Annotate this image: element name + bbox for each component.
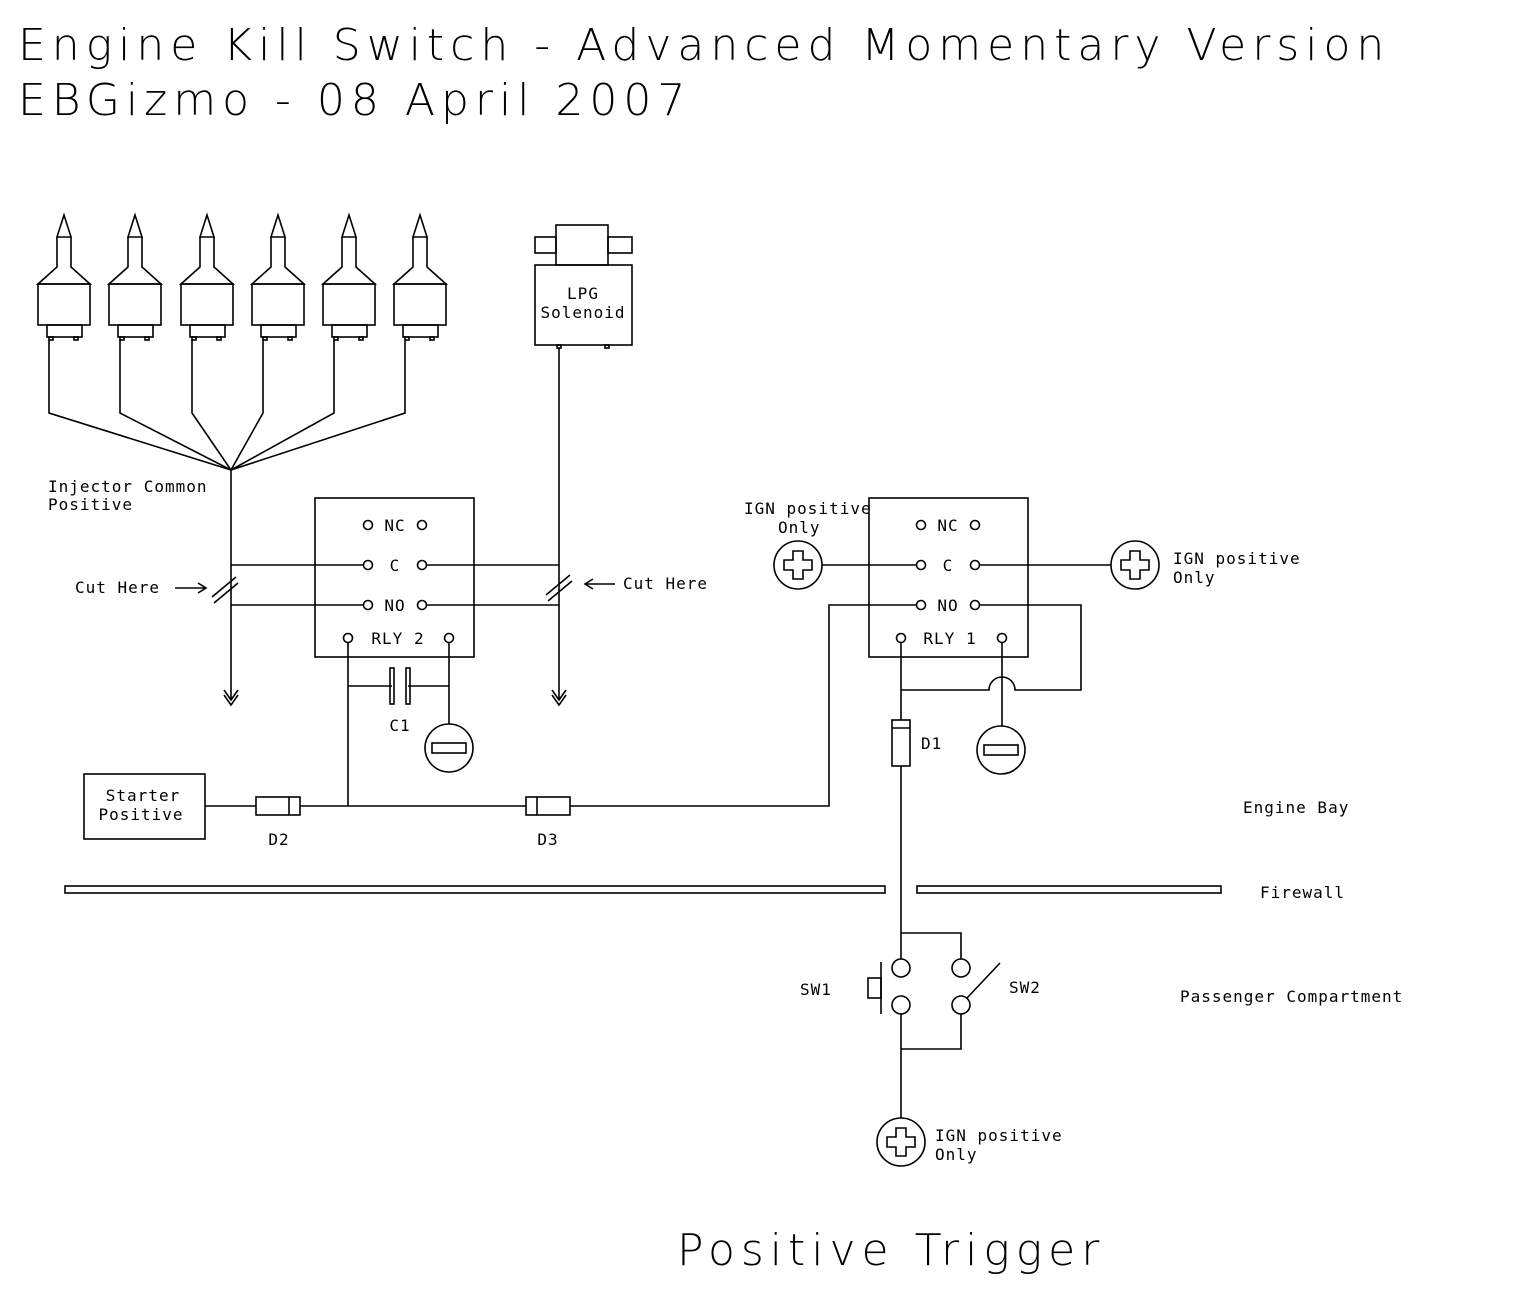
cut-here-right: Cut Here bbox=[623, 574, 708, 593]
relay2-no: NO bbox=[384, 596, 405, 615]
sw2-toggle bbox=[966, 962, 1001, 999]
cut-here-left: Cut Here bbox=[75, 578, 160, 597]
injector-common-label-2: Positive bbox=[48, 495, 133, 514]
ign-label-3b: Only bbox=[935, 1145, 978, 1164]
d2-label: D2 bbox=[268, 830, 289, 849]
ign-positive-plus-icon bbox=[773, 540, 823, 590]
fuel-injector-icon bbox=[230, 212, 449, 471]
fuel-injector-icon bbox=[106, 212, 232, 471]
ign-label-1: IGN positive bbox=[744, 499, 872, 518]
fuel-injector-icon bbox=[178, 212, 236, 471]
diode-d2 bbox=[255, 796, 301, 816]
ign-label-1b: Only bbox=[778, 518, 821, 537]
ign-positive-plus-icon bbox=[876, 1117, 926, 1167]
ign-label-2: IGN positive bbox=[1173, 549, 1301, 568]
capacitor-c1 bbox=[389, 667, 395, 705]
sw1-label: SW1 bbox=[800, 980, 832, 999]
relay2-name: RLY 2 bbox=[371, 629, 424, 648]
fuel-injector-icon bbox=[35, 212, 232, 471]
relay-1: NC C NO RLY 1 bbox=[868, 497, 1029, 658]
fuel-injector-icon bbox=[230, 212, 378, 471]
starter-label-2: Positive bbox=[98, 805, 183, 824]
engine-bay-label: Engine Bay bbox=[1243, 798, 1349, 817]
diode-d1 bbox=[891, 719, 911, 767]
starter-label-1: Starter bbox=[106, 786, 180, 805]
ground-icon bbox=[976, 725, 1026, 775]
ign-positive-plus-icon bbox=[1110, 540, 1160, 590]
firewall bbox=[64, 885, 886, 894]
ground-icon bbox=[424, 723, 474, 773]
relay1-no: NO bbox=[937, 596, 958, 615]
lpg-solenoid: LPG Solenoid bbox=[534, 224, 633, 707]
relay1-name: RLY 1 bbox=[923, 629, 976, 648]
fuel-injector-icon bbox=[230, 212, 307, 471]
fuel-injectors bbox=[35, 212, 449, 471]
d3-label: D3 bbox=[537, 830, 558, 849]
footer-label: Positive Trigger bbox=[677, 1225, 1105, 1276]
passenger-label: Passenger Compartment bbox=[1180, 987, 1403, 1006]
lpg-label-1: LPG bbox=[567, 284, 599, 303]
sw2-label: SW2 bbox=[1009, 978, 1041, 997]
relay2-nc: NC bbox=[384, 516, 405, 535]
c1-label: C1 bbox=[389, 716, 410, 735]
firewall-label: Firewall bbox=[1260, 883, 1345, 902]
diagram-subtitle: EBGizmo - 08 April 2007 bbox=[18, 75, 691, 126]
lpg-label-2: Solenoid bbox=[540, 303, 625, 322]
d1-label: D1 bbox=[921, 734, 942, 753]
relay1-c: C bbox=[943, 556, 954, 575]
relay1-nc: NC bbox=[937, 516, 958, 535]
diagram-title: Engine Kill Switch - Advanced Momentary … bbox=[18, 20, 1390, 71]
injector-common-label: Injector Common bbox=[48, 477, 208, 496]
diode-d3 bbox=[525, 796, 571, 816]
ign-label-3: IGN positive bbox=[935, 1126, 1063, 1145]
sw1-contact bbox=[891, 958, 911, 978]
ign-label-2b: Only bbox=[1173, 568, 1216, 587]
relay-2: NC C NO RLY 2 bbox=[314, 497, 475, 658]
relay2-c: C bbox=[390, 556, 401, 575]
